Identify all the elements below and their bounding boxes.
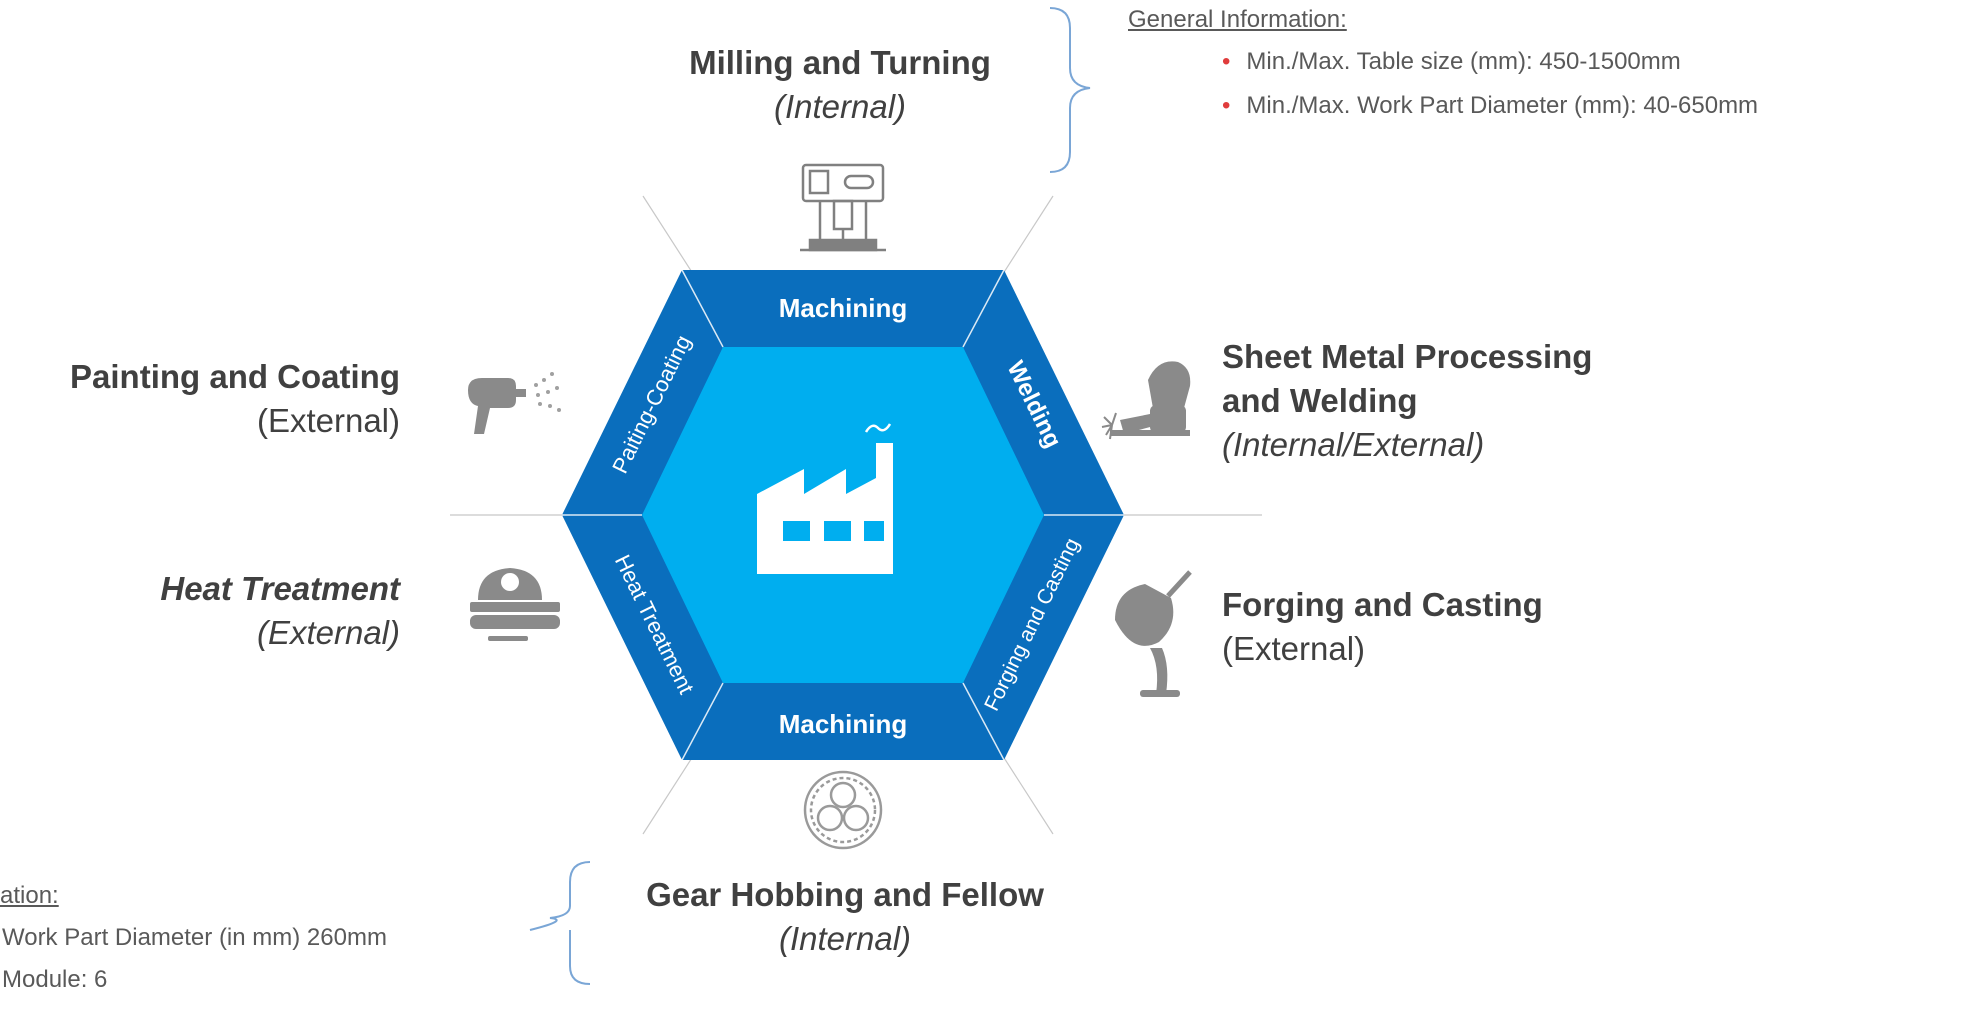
brace-bottom: [529, 861, 591, 985]
heat-subtitle: (External): [256, 614, 400, 651]
brace-top: [1049, 7, 1091, 173]
welder-icon: [1101, 361, 1191, 440]
edge-label-top: Machining: [779, 293, 908, 323]
info-bottom-bullet: Work Part Diameter (in mm) 260mm: [2, 924, 387, 951]
info-bottom-bullet: Module: 6: [2, 966, 108, 993]
cnc-machine-icon: [800, 163, 886, 252]
painting-subtitle: (External): [256, 402, 400, 439]
info-top-bullet: •Min./Max. Work Part Diameter (mm): 40-6…: [1222, 92, 1759, 119]
edge-label-bottom: Machining: [779, 709, 908, 739]
ring-separators: [562, 269, 1124, 761]
milling-subtitle: (Internal): [773, 88, 907, 125]
gear-title: Gear Hobbing and Fellow: [646, 876, 1044, 913]
factory-icon: [757, 423, 893, 574]
gear-subtitle: (Internal): [778, 920, 912, 957]
heat-treatment-conveyor-icon: [470, 568, 560, 641]
forging-title: Forging and Casting: [1222, 586, 1543, 623]
info-top-bullet: •Min./Max. Table size (mm): 450-1500mm: [1222, 48, 1681, 75]
info-bottom-heading: ation:: [0, 882, 59, 909]
info-top-heading: General Information:: [1128, 6, 1347, 33]
sheet-metal-subtitle: (Internal/External): [1222, 426, 1485, 463]
sheet-metal-title-line1: Sheet Metal Processing: [1222, 338, 1593, 375]
forging-subtitle: (External): [1222, 630, 1366, 667]
gear-icon: [803, 770, 883, 850]
painting-title: Painting and Coating: [70, 358, 400, 395]
ladle-pouring-icon: [1115, 570, 1192, 697]
heat-title: Heat Treatment: [160, 570, 400, 607]
milling-title: Milling and Turning: [689, 44, 991, 81]
spray-gun-icon: [468, 372, 561, 434]
sheet-metal-title-line2: and Welding: [1222, 382, 1418, 419]
